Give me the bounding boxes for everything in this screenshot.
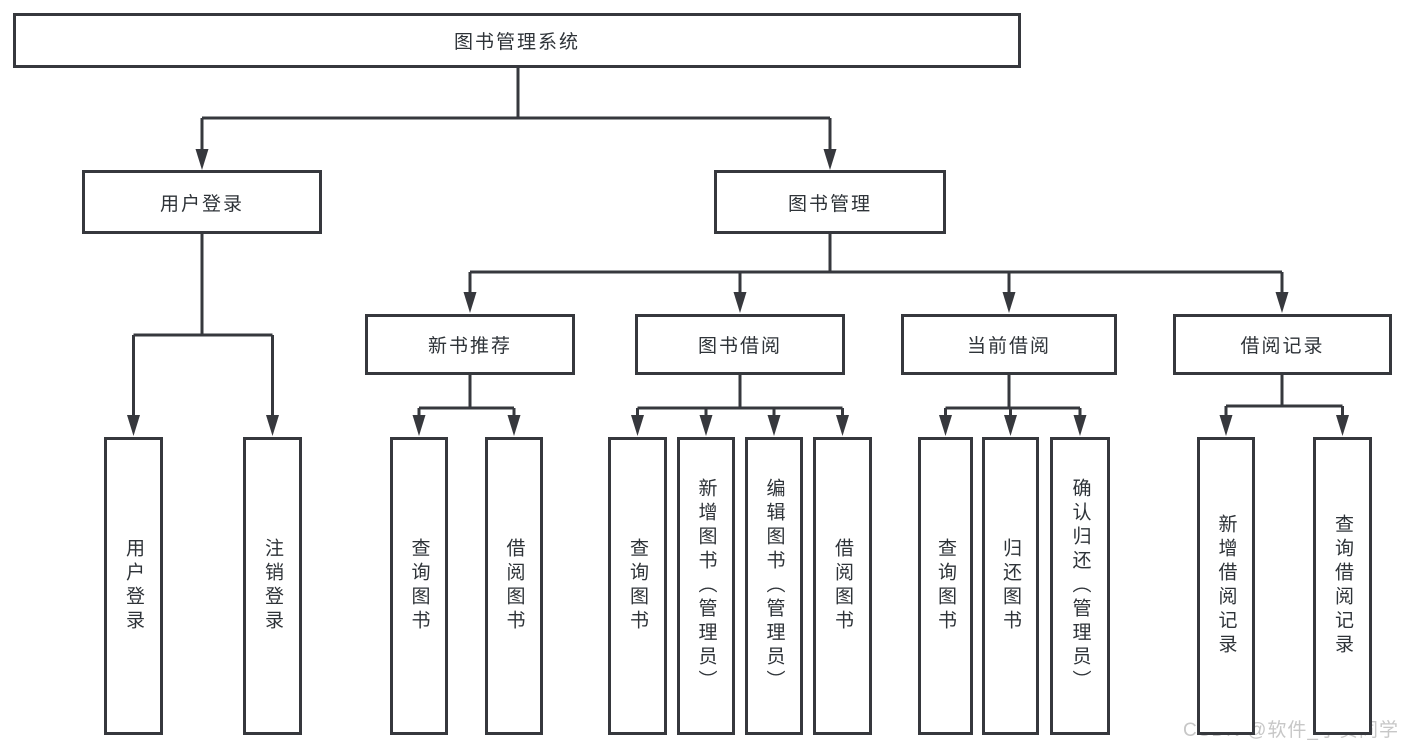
leaf-return-book: 归还图书 — [982, 437, 1039, 735]
connector-bookmgmt-to-level3 — [463, 232, 1289, 313]
node-book-management: 图书管理 — [714, 170, 946, 234]
node-borrow-record: 借阅记录 — [1173, 314, 1392, 375]
leaf-newbook-query-book: 查询图书 — [390, 437, 448, 735]
leaf-add-borrow-record: 新增借阅记录 — [1197, 437, 1255, 735]
node-library-management-system: 图书管理系统 — [13, 13, 1021, 68]
leaf-borrow-book: 借阅图书 — [813, 437, 872, 735]
leaf-add-book-admin: 新增图书（管理员） — [677, 437, 735, 735]
leaf-user-login: 用户登录 — [104, 437, 163, 735]
connector-root-to-level2 — [195, 66, 837, 170]
node-book-borrow: 图书借阅 — [635, 314, 845, 375]
leaf-current-query-book: 查询图书 — [918, 437, 973, 735]
connector-userlogin-to-leaves — [127, 232, 279, 436]
node-new-book-recommend: 新书推荐 — [365, 314, 575, 375]
connector-newbook-to-leaves — [412, 373, 521, 436]
leaf-edit-book-admin: 编辑图书（管理员） — [745, 437, 803, 735]
leaf-logout: 注销登录 — [243, 437, 302, 735]
node-user-login: 用户登录 — [82, 170, 322, 234]
connector-borrowrecord-to-leaves — [1219, 373, 1349, 436]
connector-currentborrow-to-leaves — [939, 373, 1087, 436]
leaf-query-borrow-record: 查询借阅记录 — [1313, 437, 1372, 735]
node-current-borrow: 当前借阅 — [901, 314, 1117, 375]
leaf-borrow-query-book: 查询图书 — [608, 437, 667, 735]
leaf-newbook-borrow-book: 借阅图书 — [485, 437, 543, 735]
connector-bookborrow-to-leaves — [631, 373, 849, 436]
leaf-confirm-return-admin: 确认归还（管理员） — [1050, 437, 1110, 735]
